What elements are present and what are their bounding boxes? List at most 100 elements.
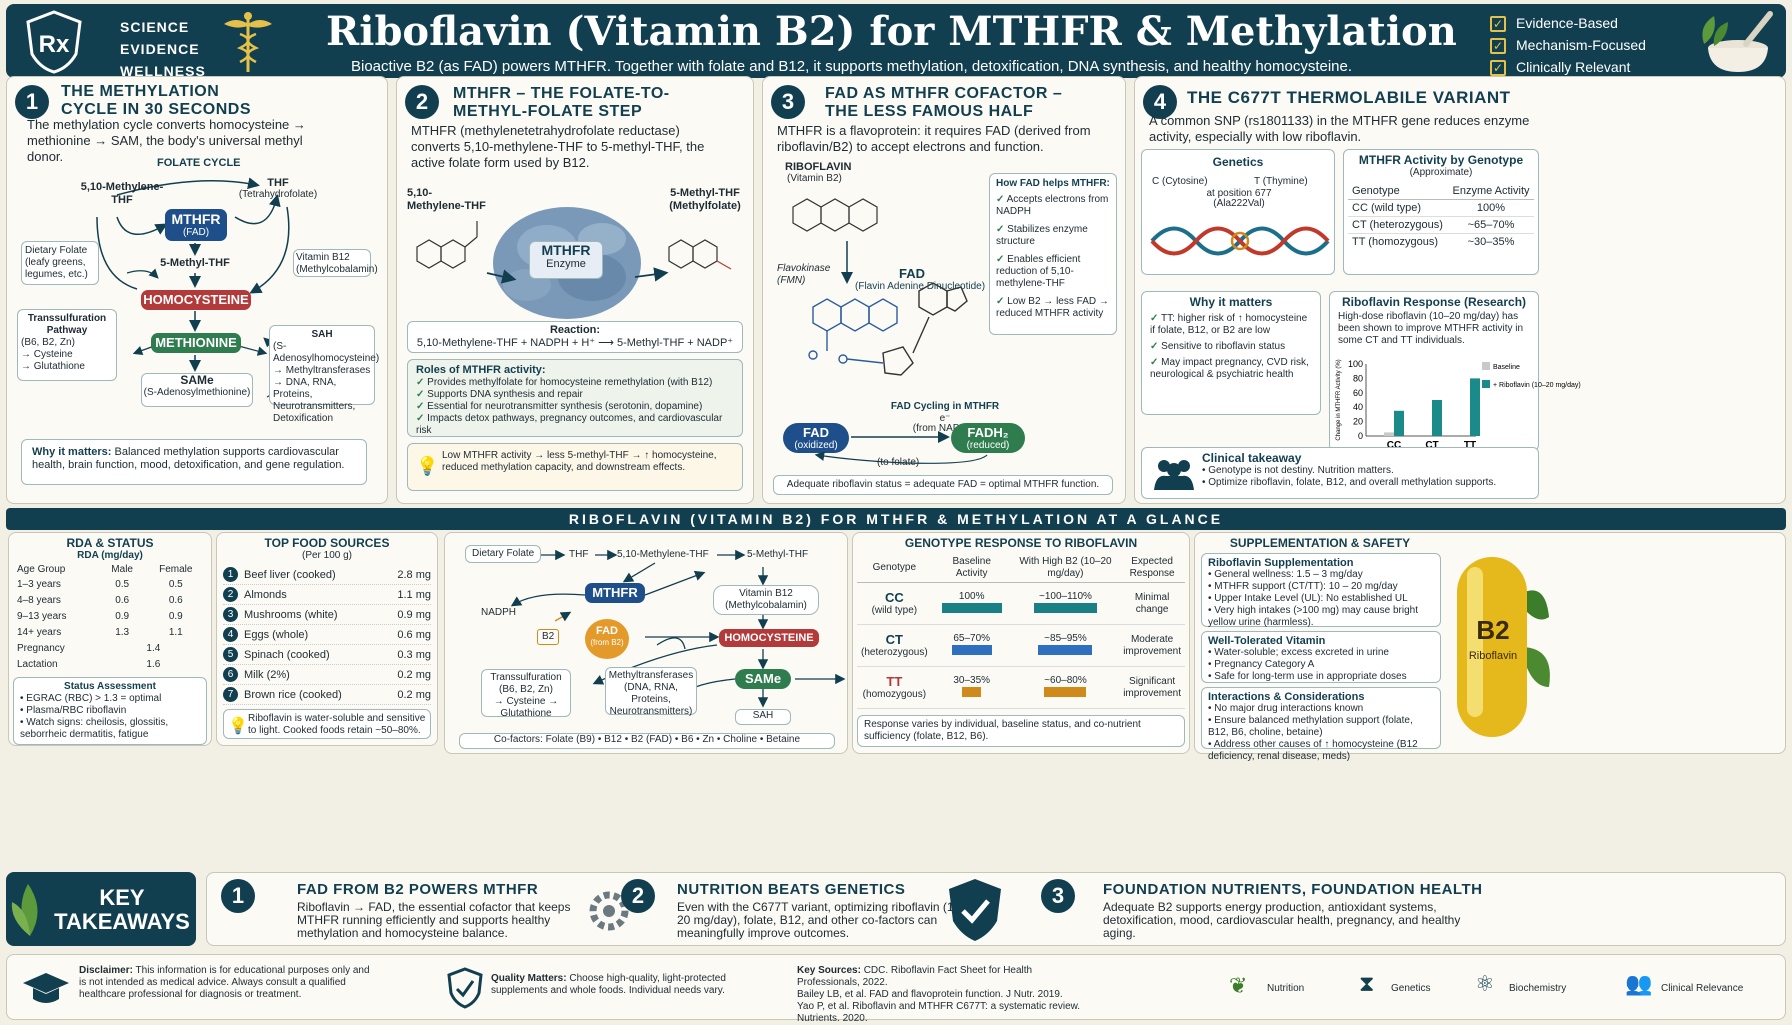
fad-sublabel: (Flavin Adenine Dinucleotide) — [855, 281, 986, 292]
activity-by-genotype-box: MTHFR Activity by Genotype (Approximate)… — [1343, 149, 1539, 275]
thf-sublabel: (Tetrahydrofolate) — [238, 189, 318, 200]
y-tick-label: 0 — [1358, 431, 1363, 441]
reaction-box: Reaction: 5,10-Methylene-THF + NADPH + H… — [407, 321, 743, 353]
panel-mthfr-step: 2 MTHFR – THE FOLATE-TO-METHYL-FOLATE ST… — [396, 76, 754, 504]
bar-CT-1 — [1432, 400, 1442, 436]
folate-cycle-label: FOLATE CYCLE — [157, 157, 241, 169]
leaf-icon — [11, 884, 38, 936]
page-subtitle: Bioactive B2 (as FAD) powers MTHFR. Toge… — [351, 58, 1353, 75]
x-tick-label: TT — [1464, 440, 1476, 451]
table-row: CC (wild type)100% — [1348, 200, 1534, 217]
mthfr-node: MTHFR(FAD) — [165, 209, 227, 241]
fad-structure-diagram — [792, 198, 968, 376]
why-it-matters-box: Why it matters ✓ TT: higher risk of ↑ ho… — [1141, 291, 1321, 415]
rank-badge: 4 — [223, 627, 238, 642]
check-icon: ✓ — [1490, 16, 1506, 33]
same-node: SAMe(S-Adenosylmethionine) — [141, 373, 253, 407]
supplementation-box: Riboflavin Supplementation • General wel… — [1201, 553, 1441, 628]
takeaway-title: FAD FROM B2 POWERS MTHFR — [297, 881, 539, 898]
methylene-thf-label: 5,10-Methylene-THF — [407, 187, 486, 212]
methylene-thf-label: 5,10-Methylene-THF — [80, 181, 164, 206]
y-tick-label: 100 — [1348, 359, 1363, 369]
table-row: TT(homozygous)30–35%~60–80%Significant i… — [857, 667, 1185, 709]
takeaway-text: Even with the C677T variant, optimizing … — [677, 900, 967, 940]
quality-text: Quality Matters: Choose high-quality, li… — [491, 973, 726, 996]
low-activity-note: 💡 Low MTHFR activity → less 5-methyl-THF… — [407, 443, 743, 491]
molecule-icon: ⚛ — [1475, 971, 1495, 996]
tag-evidence: EVIDENCE — [120, 41, 200, 57]
pathway-flow-panel: Dietary Folate THF 5,10-Methylene-THF 5-… — [444, 532, 848, 754]
capsule-label: B2 — [1476, 615, 1509, 645]
legend-swatch — [1482, 362, 1490, 370]
methyl-thf-label: 5-Methyl-THF (Methylfolate) — [669, 187, 741, 212]
why-it-matters-box: Why it matters: Balanced methylation sup… — [21, 439, 367, 485]
panel-intro: MTHFR (methylenetetrahydrofolate reducta… — [411, 123, 705, 170]
disclaimer-text: Disclaimer: This information is for educ… — [79, 965, 370, 1000]
panel-methylation-cycle: 1 THE METHYLATION CYCLE IN 30 SECONDS Th… — [6, 76, 388, 504]
methionine-node: METHIONINE — [151, 333, 241, 353]
bar-TT-1 — [1470, 378, 1480, 436]
fad-footer-note: Adequate riboflavin status = adequate FA… — [773, 475, 1113, 495]
check-label: Clinically Relevant — [1516, 59, 1631, 75]
y-tick-label: 60 — [1353, 388, 1363, 398]
flavokinase-label: Flavokinase(FMN) — [777, 263, 831, 286]
thf-label: THF — [267, 177, 289, 189]
tag-science: SCIENCE — [120, 19, 190, 35]
footer-panel: Disclaimer: This information is for educ… — [6, 954, 1786, 1024]
rank-badge: 3 — [223, 607, 238, 622]
panel-title: THE METHYLATION CYCLE IN 30 SECONDS — [61, 83, 251, 118]
panel-number: 1 — [15, 85, 49, 119]
panel-number: 4 — [1143, 85, 1177, 119]
footer-icons: ❦ Nutrition ⧗ Genetics ⚛ Biochemistry 👥 … — [1229, 967, 1769, 1009]
y-tick-label: 40 — [1353, 402, 1363, 412]
flow-b12-box: Vitamin B12(Methylcobalamin) — [713, 585, 819, 615]
riboflavin-sublabel: (Vitamin B2) — [787, 173, 842, 184]
flow-thf: THF — [569, 549, 589, 560]
header-checklist: ✓Evidence-Based ✓Mechanism-Focused ✓Clin… — [1490, 12, 1646, 78]
takeaway-text: Adequate B2 supports energy production, … — [1103, 900, 1461, 940]
people-group-icon — [1154, 460, 1194, 490]
flow-sah-box: SAH — [735, 709, 791, 725]
header-tags: SCIENCE EVIDENCE WELLNESS — [120, 16, 206, 82]
takeaway-number: 3 — [1041, 879, 1075, 913]
sources-text: Key Sources: CDC. Riboflavin Fact Sheet … — [797, 965, 1081, 1024]
takeaway-title: FOUNDATION NUTRIENTS, FOUNDATION HEALTH — [1103, 881, 1483, 898]
molecule-right-icon — [668, 239, 732, 270]
lightbulb-icon: 💡 — [416, 456, 439, 476]
takeaway-number: 1 — [221, 879, 255, 913]
high-b2-bar — [1044, 687, 1087, 697]
dietary-folate-box: Dietary Folate(leafy greens, legumes, et… — [21, 241, 99, 285]
page-title: Riboflavin (Vitamin B2) for MTHFR & Meth… — [326, 8, 1457, 55]
table-row: TT (homozygous)~30–35% — [1352, 236, 1515, 248]
genetics-box: Genetics C (Cytosine) T (Thymine) at pos… — [1141, 149, 1335, 275]
graduation-cap-icon — [23, 973, 69, 1003]
clinical-takeaway-box: Clinical takeaway • Genotype is not dest… — [1141, 447, 1539, 499]
fadh2-node: FADH₂(reduced) — [951, 423, 1025, 453]
nutrition-label: Nutrition — [1267, 983, 1305, 994]
flow-homocysteine-node: HOMOCYSTEINE — [719, 629, 819, 647]
genotype-note: Response varies by individual, baseline … — [857, 715, 1185, 747]
panel-intro: A common SNP (rs1801133) in the MTHFR ge… — [1149, 113, 1530, 144]
rank-badge: 1 — [223, 567, 238, 582]
flow-methyltransferases-box: Methyltransferases(DNA, RNA, Proteins, N… — [605, 667, 697, 717]
panel-title: FAD AS MTHFR COFACTOR – THE LESS FAMOUS … — [825, 85, 1063, 120]
rank-badge: 2 — [223, 587, 238, 602]
high-b2-bar — [1038, 645, 1093, 655]
mortar-pestle-icon — [1702, 11, 1773, 72]
legend-swatch — [1482, 380, 1490, 388]
panel-number: 3 — [771, 85, 805, 119]
interactions-box: Interactions & Considerations • No major… — [1201, 687, 1441, 762]
lightbulb-icon: 💡 — [228, 718, 248, 735]
rank-badge: 6 — [223, 667, 238, 682]
roles-box: Roles of MTHFR activity: ✓ Provides meth… — [407, 359, 743, 437]
